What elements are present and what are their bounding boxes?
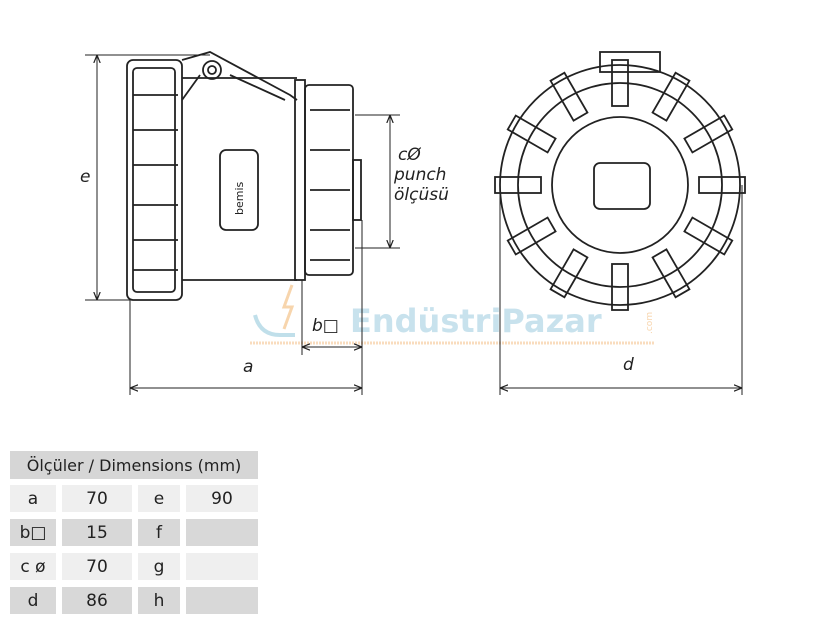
label-c-olcusu: ölçüsü	[394, 185, 449, 205]
watermark-suffix: .com	[645, 312, 655, 334]
front-view	[494, 51, 746, 311]
label-c-punch: punch	[393, 165, 446, 185]
table-cell-v1: 70	[62, 553, 132, 580]
label-c: cØ	[398, 145, 421, 165]
table-cell-k2: f	[138, 519, 180, 546]
dimension-lines	[85, 54, 743, 395]
table-cell-k1: b□	[10, 519, 56, 546]
table-cell-v1: 86	[62, 587, 132, 614]
table-cell-v2	[186, 519, 258, 546]
table-cell-v2	[186, 553, 258, 580]
label-d: d	[623, 355, 634, 375]
table-cell-v2: 90	[186, 485, 258, 512]
watermark: EndüstriPazar .com	[250, 284, 655, 345]
table-cell-k1: c ø	[10, 553, 56, 580]
table-cell-k2: e	[138, 485, 180, 512]
label-a: a	[243, 357, 253, 377]
table-cell-k1: d	[10, 587, 56, 614]
label-b: b□	[312, 316, 339, 336]
table-cell-k1: a	[10, 485, 56, 512]
table-title: Ölçüler / Dimensions (mm)	[10, 451, 258, 479]
label-e: e	[80, 167, 90, 187]
watermark-text: EndüstriPazar	[350, 302, 602, 340]
side-view: bemis	[126, 51, 362, 301]
table-cell-k2: h	[138, 587, 180, 614]
table-cell-v1: 15	[62, 519, 132, 546]
brand-logo-text: bemis	[233, 181, 246, 215]
table-cell-v1: 70	[62, 485, 132, 512]
table-cell-v2	[186, 587, 258, 614]
table-cell-k2: g	[138, 553, 180, 580]
